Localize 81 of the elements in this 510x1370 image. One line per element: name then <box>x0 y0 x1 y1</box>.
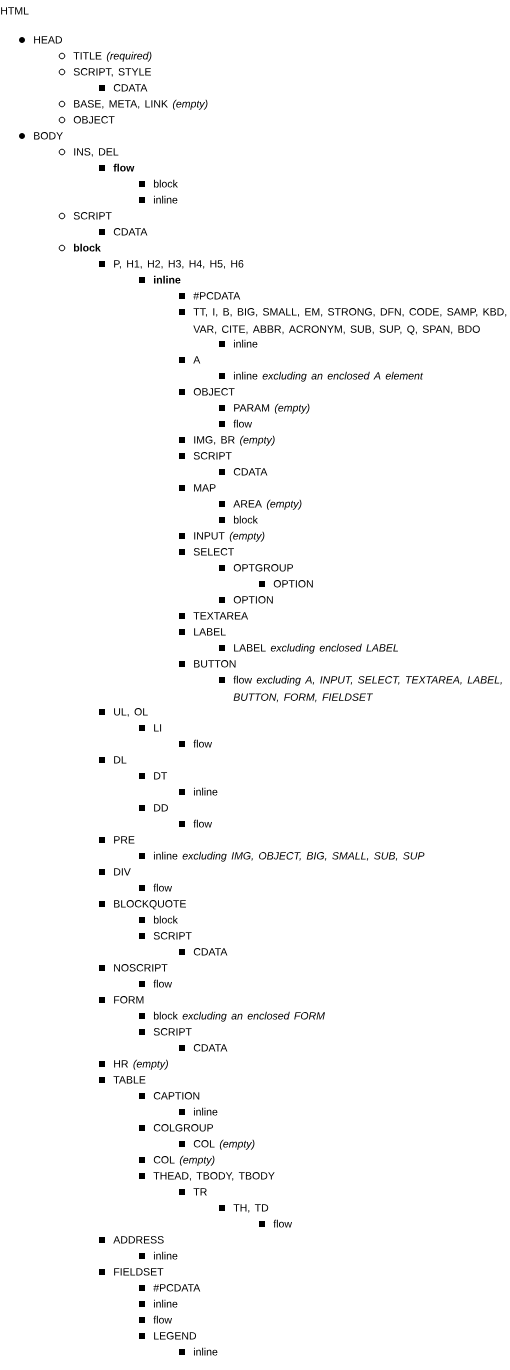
list-item: BASE, META, LINK (empty) <box>58 99 208 110</box>
list-item: LI <box>139 724 162 732</box>
list-item: inline excluding an enclosed A element <box>219 371 424 382</box>
list-item: SELECT <box>179 548 234 556</box>
list-item: THEAD, TBODY, TBODY <box>139 1172 275 1181</box>
list-item: flow <box>259 1219 293 1228</box>
list-item: inline <box>219 339 258 348</box>
list-item: UL, OL <box>99 708 148 717</box>
list-item: #PCDATA <box>139 1284 201 1292</box>
list-item: inline <box>179 787 218 796</box>
list-item: BUTTON <box>179 660 236 668</box>
list-item: DT <box>139 772 168 780</box>
list-item: PARAM (empty) <box>219 403 310 414</box>
list-item: TR <box>179 1188 207 1196</box>
list-item: P, H1, H2, H3, H4, H5, H6 <box>99 260 244 269</box>
list-item: OPTION <box>219 596 273 604</box>
list-item: inline <box>139 1299 178 1308</box>
list-item: flow <box>219 419 253 428</box>
list-item: CDATA <box>179 1044 228 1052</box>
list-item: OPTGROUP <box>219 564 293 572</box>
list-item: HR (empty) <box>99 1059 168 1070</box>
list-item: SCRIPT <box>179 452 232 460</box>
list-item: HTML <box>1 7 29 15</box>
list-item: FIELDSET <box>99 1268 164 1276</box>
list-item: inline <box>139 275 181 284</box>
list-item: OBJECT <box>58 116 115 124</box>
list-item: flow excluding A, INPUT, SELECT, TEXTAREA, LABEL, BUTTON, FORM, FIELDSET <box>219 675 502 703</box>
list-item: CDATA <box>99 84 148 92</box>
list-item: SCRIPT, STYLE <box>58 68 151 77</box>
list-item: flow <box>179 739 213 748</box>
list-item: INS, DEL <box>58 148 119 157</box>
list-item: block excluding an enclosed FORM <box>139 1011 325 1022</box>
list-item: DD <box>139 804 168 812</box>
list-item: block <box>219 515 258 524</box>
list-item: DL <box>99 756 127 764</box>
list-item: PRE <box>99 836 135 844</box>
list-item: BLOCKQUOTE <box>99 900 186 910</box>
list-item: flow <box>179 819 213 828</box>
list-item: flow <box>139 979 173 988</box>
list-item: LABEL excluding enclosed LABEL <box>219 643 399 654</box>
list-item: TH, TD <box>219 1204 269 1213</box>
list-item: DIV <box>99 868 131 876</box>
list-item: TITLE (required) <box>58 51 152 62</box>
list-item: COL (empty) <box>139 1155 215 1166</box>
list-item: NOSCRIPT <box>99 964 168 972</box>
list-item: HEAD <box>19 36 63 44</box>
list-item: TABLE <box>99 1076 146 1084</box>
list-item: COLGROUP <box>139 1124 213 1132</box>
list-item: IMG, BR (empty) <box>179 435 275 446</box>
list-item: inline <box>139 1251 178 1260</box>
list-item: block <box>139 179 178 188</box>
list-item: BODY <box>19 132 63 140</box>
list-item: SCRIPT <box>58 212 112 220</box>
list-item: SCRIPT <box>139 1028 192 1036</box>
list-item: flow <box>139 1315 173 1324</box>
list-item: OPTION <box>259 580 313 588</box>
list-item: block <box>139 915 178 924</box>
list-item: MAP <box>179 484 216 492</box>
list-item: #PCDATA <box>179 292 241 300</box>
list-item: flow <box>99 163 135 172</box>
list-item: ADDRESS <box>99 1236 164 1244</box>
list-item: FORM <box>99 996 144 1004</box>
list-item: block <box>58 243 101 252</box>
list-item: CDATA <box>99 228 148 236</box>
list-item: inline <box>179 1347 218 1356</box>
list-item: LEGEND <box>139 1332 197 1340</box>
list-item: COL (empty) <box>179 1139 255 1150</box>
list-item: inline excluding IMG, OBJECT, BIG, SMALL, SUB, SUP <box>139 851 425 862</box>
list-item: flow <box>139 883 173 892</box>
list-item: INPUT (empty) <box>179 531 265 542</box>
list-item: A <box>179 356 201 364</box>
list-item: inline <box>179 1107 218 1116</box>
list-item: CDATA <box>219 468 268 476</box>
list-item: inline <box>139 195 178 204</box>
list-item: CAPTION <box>139 1092 200 1100</box>
list-item: LABEL <box>179 628 226 636</box>
list-item: SCRIPT <box>139 932 192 940</box>
list-item: OBJECT <box>179 388 235 396</box>
list-item: TEXTAREA <box>179 612 249 620</box>
list-item: CDATA <box>179 948 228 956</box>
list-item: AREA (empty) <box>219 499 302 510</box>
